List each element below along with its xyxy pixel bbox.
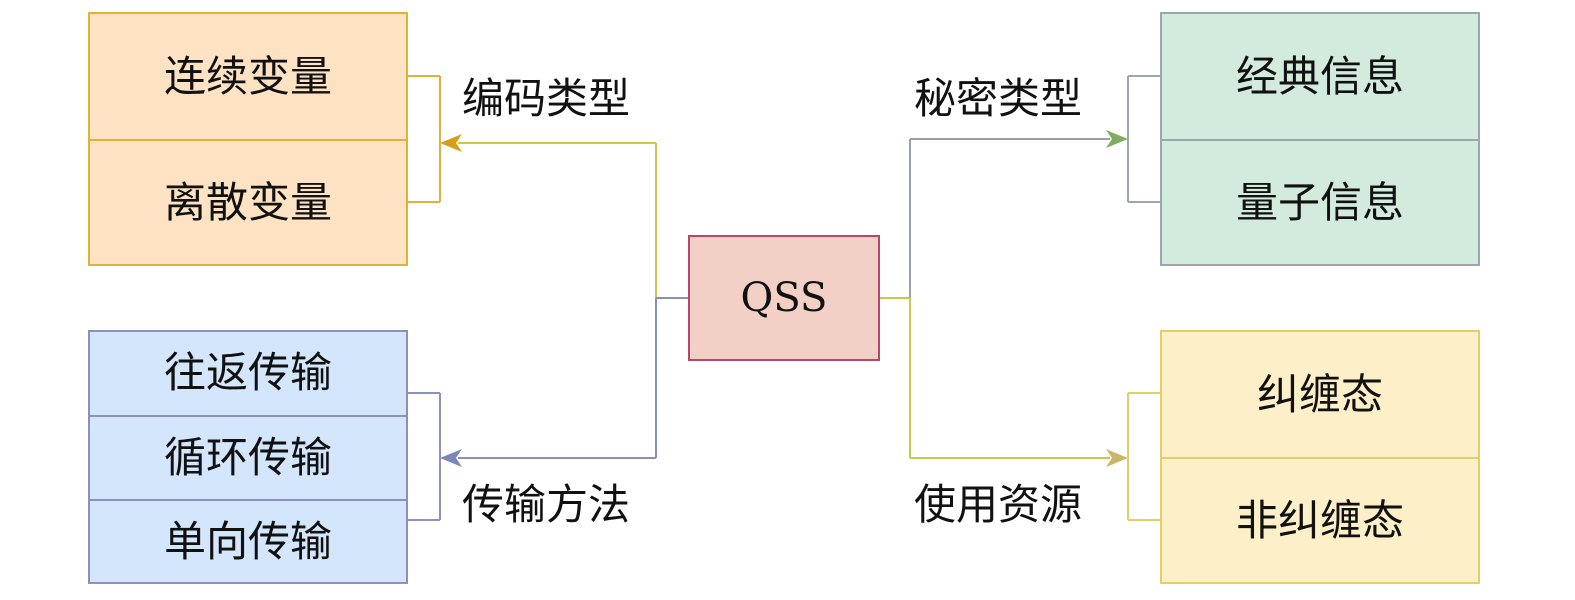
encoding-arrowhead xyxy=(440,134,462,152)
secret-branch-label: 秘密类型 xyxy=(914,74,1083,123)
secret-item: 量子信息 xyxy=(1160,139,1480,266)
resource-arrowhead xyxy=(1106,449,1128,467)
secret-item: 经典信息 xyxy=(1160,12,1480,141)
transmission-item: 单向传输 xyxy=(88,499,408,584)
root-node-label: QSS xyxy=(740,275,828,321)
transmission-branch-label: 传输方法 xyxy=(462,480,631,529)
transmission-item: 循环传输 xyxy=(88,414,408,502)
encoding-branch-label: 编码类型 xyxy=(462,74,631,123)
resource-item: 纠缠态 xyxy=(1160,330,1480,459)
secret-arrowhead xyxy=(1106,130,1128,148)
resource-item: 非纠缠态 xyxy=(1160,457,1480,584)
encoding-item: 连续变量 xyxy=(88,12,408,141)
root-node-qss: QSS xyxy=(688,235,880,361)
transmission-item: 往返传输 xyxy=(88,330,408,417)
transmission-arrowhead xyxy=(440,449,462,467)
resource-branch-label: 使用资源 xyxy=(914,480,1083,529)
encoding-item: 离散变量 xyxy=(88,139,408,266)
